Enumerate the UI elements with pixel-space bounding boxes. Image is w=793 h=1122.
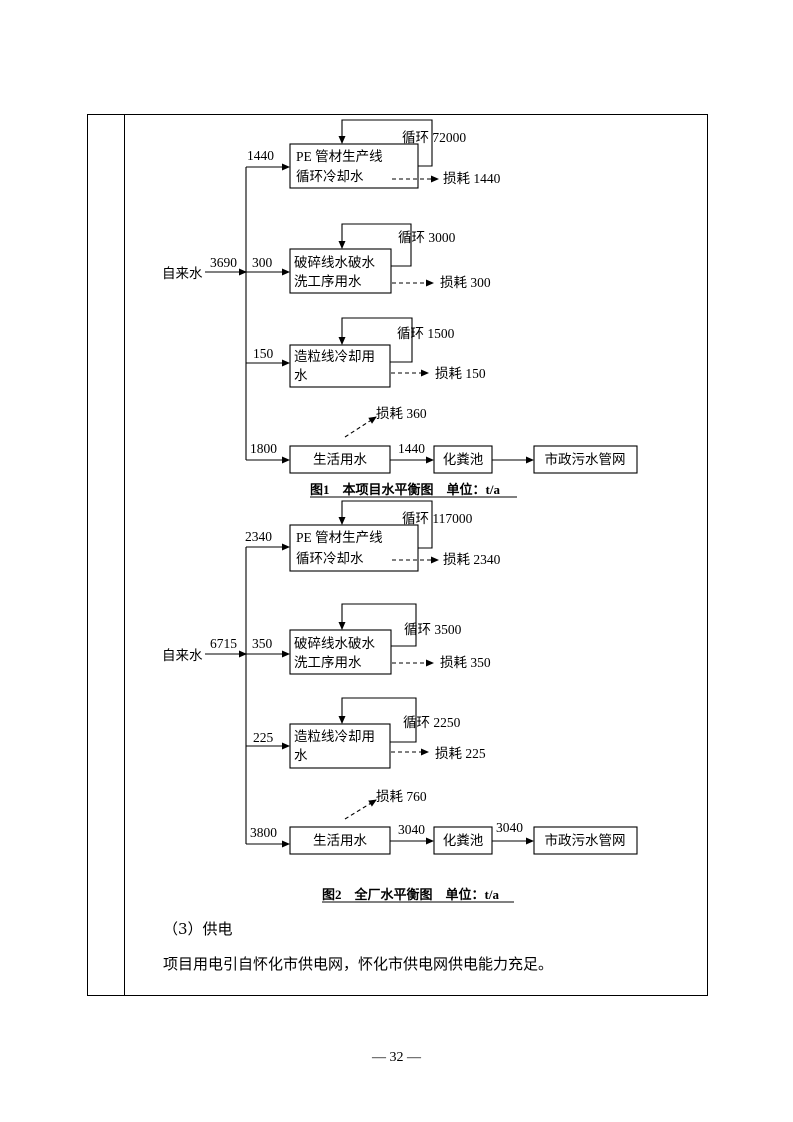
table-frame xyxy=(87,114,708,996)
fig1-branch-3-box xyxy=(289,344,391,388)
fig2-branch-1-recycle-loop xyxy=(338,500,433,549)
fig1-branch-1-recycle-loop xyxy=(338,119,433,167)
fig2-sewer-label: 市政污水管网 xyxy=(545,832,626,848)
fig2-branch-1-loss: 损耗 2340 xyxy=(443,552,501,567)
fig1-domestic-box xyxy=(289,445,391,474)
fig1-branch-1-line2: 循环冷却水 xyxy=(296,169,364,184)
fig1-sewer-label: 市政污水管网 xyxy=(545,451,626,467)
fig1-septic-box xyxy=(433,445,493,474)
fig1-branch-1-recycle: 循环 72000 xyxy=(402,130,466,145)
fig1-branch-3: 150 造粒线冷却用 水 循环 1500 损耗 150 xyxy=(246,317,486,388)
section-body: 项目用电引自怀化市供电网，怀化市供电网供电能力充足。 xyxy=(163,955,554,973)
fig1-branch-1: 1440 PE 管材生产线 循环冷却水 循环 72000 损耗 1440 xyxy=(246,119,501,189)
fig1-branch-3-inflow: 150 xyxy=(253,346,274,361)
fig2-branch-3-recycle: 循环 2250 xyxy=(403,715,461,730)
fig1-branch-3-loss: 损耗 150 xyxy=(435,366,486,381)
fig1-branch-2-box xyxy=(289,248,392,294)
fig1-branch-2-inflow: 300 xyxy=(252,255,273,270)
fig2-branch-1-line2: 循环冷却水 xyxy=(296,551,364,566)
fig1-domestic-label: 生活用水 xyxy=(313,452,367,467)
fig2-domestic-loss: 损耗 760 xyxy=(376,789,427,804)
fig2-branch-2-recycle: 循环 3500 xyxy=(404,622,462,637)
fig2-branch-3-recycle-loop xyxy=(338,697,417,743)
figure-1: 自来水 3690 1440 PE 管材生产线 循环冷却水 循环 72000 损耗… xyxy=(162,119,638,498)
fig2-branch-1-recycle: 循环 117000 xyxy=(402,511,473,526)
fig1-branch-2-line2: 洗工序用水 xyxy=(294,274,362,289)
fig2-domestic-to-septic: 3040 xyxy=(398,822,425,837)
fig1-branch-2-recycle: 循环 3000 xyxy=(398,230,456,245)
table-column-divider xyxy=(124,114,125,996)
fig1-branch-2-line1: 破碎线水破水 xyxy=(294,255,375,270)
fig2-branch-3-line1: 造粒线冷却用 xyxy=(294,729,375,744)
fig1-branch-1-line1: PE 管材生产线 xyxy=(296,149,383,164)
fig1-branch-3-recycle: 循环 1500 xyxy=(397,326,455,341)
fig2-septic-label: 化粪池 xyxy=(443,833,484,848)
fig2-branch-1-inflow: 2340 xyxy=(245,529,272,544)
fig2-branch-2-inflow: 350 xyxy=(252,636,273,651)
fig2-to-sewer: 3040 xyxy=(496,820,523,835)
fig1-branch-3-line2: 水 xyxy=(294,368,308,383)
fig1-branch-2: 300 破碎线水破水 洗工序用水 循环 3000 损耗 300 xyxy=(246,223,491,294)
fig2-branch-1-line1: PE 管材生产线 xyxy=(296,530,383,545)
fig2-branch-3-box xyxy=(289,723,391,769)
fig1-branch-3-recycle-loop xyxy=(338,317,413,363)
fig1-domestic-loss: 损耗 360 xyxy=(376,406,427,421)
fig2-caption: 图2 全厂水平衡图 单位：t/a xyxy=(322,887,499,902)
fig2-branch-2-line1: 破碎线水破水 xyxy=(294,636,375,651)
fig1-source-total: 3690 xyxy=(210,255,237,270)
fig2-source-total: 6715 xyxy=(210,636,237,651)
fig1-source-label: 自来水 xyxy=(162,266,203,281)
fig2-branch-3: 225 造粒线冷却用 水 循环 2250 损耗 225 xyxy=(246,697,486,769)
fig2-branch-2-loss: 损耗 350 xyxy=(440,655,491,670)
fig2-domestic-box xyxy=(289,826,391,855)
fig1-branch-1-loss: 损耗 1440 xyxy=(443,171,501,186)
fig1-sewer-box xyxy=(533,445,638,474)
fig1-domestic-to-septic: 1440 xyxy=(398,441,425,456)
fig1-branch-1-inflow: 1440 xyxy=(247,148,274,163)
page-number: — 32 — xyxy=(372,1050,421,1065)
fig1-caption: 图1 本项目水平衡图 单位：t/a xyxy=(310,482,500,497)
fig2-septic-box xyxy=(433,826,493,855)
fig2-domestic: 3800 生活用水 损耗 760 3040 化粪池 3040 市政污水管网 xyxy=(246,789,638,855)
fig2-domestic-inflow: 3800 xyxy=(250,825,277,840)
fig1-branch-3-line1: 造粒线冷却用 xyxy=(294,349,375,364)
fig2-branch-3-inflow: 225 xyxy=(253,730,274,745)
fig2-domestic-loss-arrow xyxy=(344,799,377,820)
fig2-branch-2-line2: 洗工序用水 xyxy=(294,655,362,670)
fig2-branch-2: 350 破碎线水破水 洗工序用水 循环 3500 损耗 350 xyxy=(246,603,491,675)
fig1-domestic-loss-arrow xyxy=(344,416,377,438)
fig1-branch-2-loss: 损耗 300 xyxy=(440,275,491,290)
fig1-septic-label: 化粪池 xyxy=(443,452,484,467)
section-heading: （3）供电 xyxy=(163,920,233,938)
fig1-domestic: 1800 生活用水 损耗 360 1440 化粪池 市政污水管网 xyxy=(246,406,638,474)
fig2-branch-3-line2: 水 xyxy=(294,748,308,763)
fig2-domestic-label: 生活用水 xyxy=(313,833,367,848)
fig2-branch-2-recycle-loop xyxy=(338,603,417,647)
fig2-branch-3-loss: 损耗 225 xyxy=(435,746,486,761)
fig1-branch-1-box xyxy=(289,143,419,189)
fig2-branch-2-box xyxy=(289,629,392,675)
fig2-branch-1-box xyxy=(289,524,419,572)
fig1-domestic-inflow: 1800 xyxy=(250,441,277,456)
fig1-branch-2-recycle-loop xyxy=(338,223,412,267)
fig2-sewer-box xyxy=(533,826,638,855)
fig2-branch-1: 2340 PE 管材生产线 循环冷却水 循环 117000 损耗 2340 xyxy=(245,500,501,572)
figure-2: 自来水 6715 2340 PE 管材生产线 循环冷却水 循环 117000 损… xyxy=(162,500,638,903)
fig2-source-label: 自来水 xyxy=(162,648,203,663)
